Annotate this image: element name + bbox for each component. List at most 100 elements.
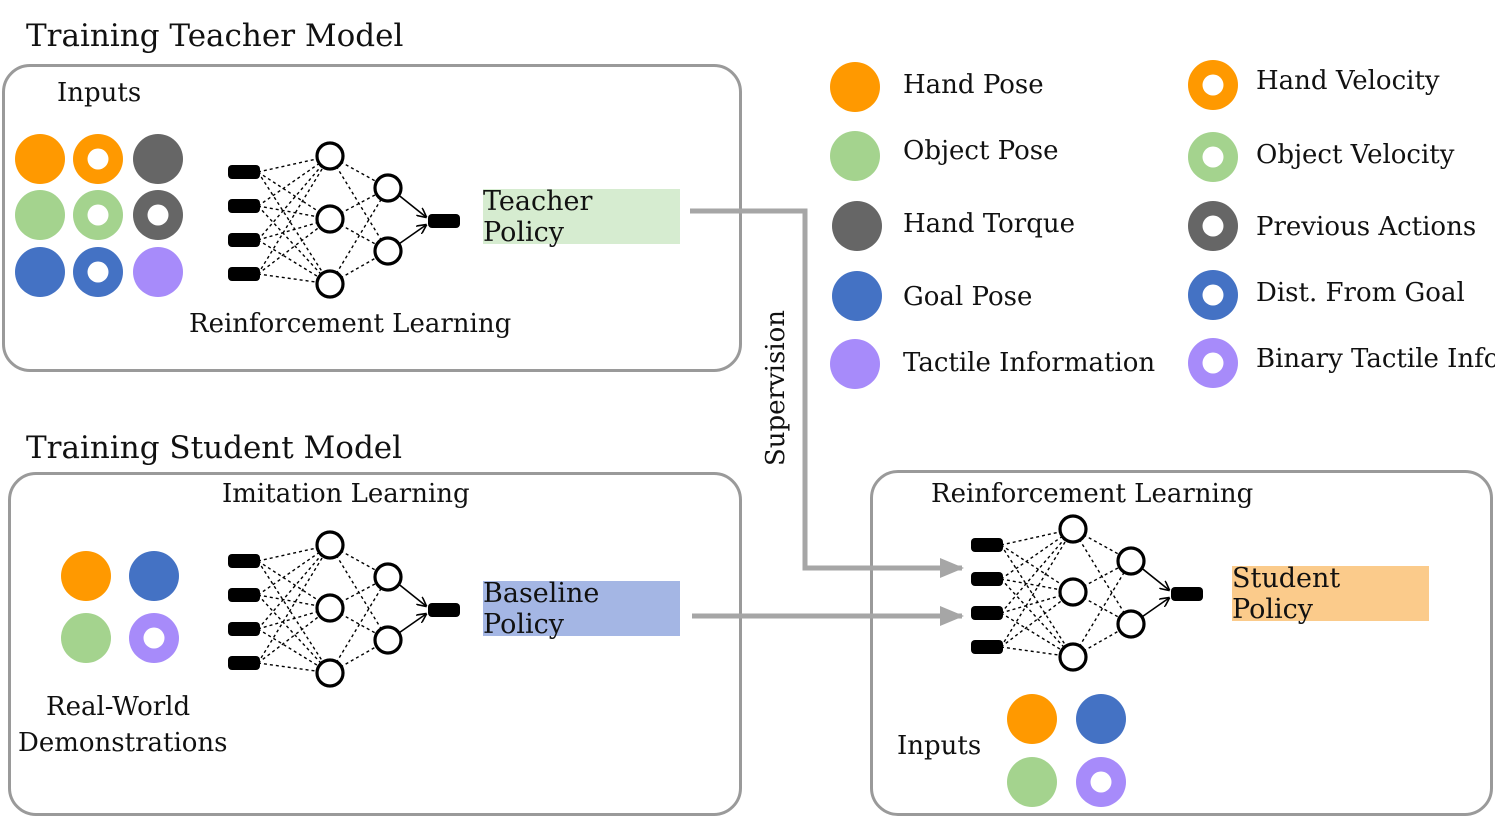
student-input-dot bbox=[1007, 757, 1057, 807]
student-input-dot bbox=[1007, 694, 1057, 744]
legend-dots bbox=[830, 60, 1238, 389]
demos-label-line2: Demonstrations bbox=[18, 728, 228, 758]
legend-label-previous-actions: Previous Actions bbox=[1256, 212, 1477, 242]
net-hidden-node bbox=[315, 658, 345, 688]
legend-dot-hole bbox=[1202, 146, 1224, 168]
legend-label-hand-torque: Hand Torque bbox=[903, 209, 1076, 239]
net-input-node bbox=[971, 572, 1003, 586]
legend-label-object-pose: Object Pose bbox=[903, 136, 1059, 166]
net-connection bbox=[257, 560, 331, 674]
legend-dot bbox=[832, 201, 882, 251]
net-output-node bbox=[428, 214, 460, 228]
net-connection bbox=[1000, 528, 1074, 648]
legend-dot-hole bbox=[1202, 215, 1224, 237]
net-input-node bbox=[971, 538, 1003, 552]
net-connection bbox=[257, 155, 331, 207]
legend-label-tactile-information: Tactile Information bbox=[903, 348, 1156, 378]
net-output-arrow bbox=[1138, 598, 1169, 620]
legend-dot-hole bbox=[1202, 284, 1224, 306]
net-connection bbox=[257, 544, 331, 630]
teacher-method-label: Reinforcement Learning bbox=[189, 309, 512, 339]
student-section-title: Training Student Model bbox=[26, 430, 403, 466]
net-output-arrow bbox=[395, 225, 426, 247]
teacher-input-dot bbox=[15, 134, 65, 184]
net-connection bbox=[257, 155, 331, 241]
net-hidden-node bbox=[1058, 514, 1088, 544]
legend-dot-hole bbox=[1202, 352, 1224, 374]
net-hidden-node bbox=[373, 625, 403, 655]
teacher-input-dot-hole bbox=[87, 261, 109, 283]
teacher-input-dot bbox=[133, 134, 183, 184]
legend-dot bbox=[830, 131, 880, 181]
net-hidden-node bbox=[315, 593, 345, 623]
net-hidden-node bbox=[373, 173, 403, 203]
net-input-node bbox=[228, 233, 260, 247]
net-output-arrow bbox=[395, 581, 426, 606]
student-input-dot bbox=[1076, 694, 1126, 744]
net-input-node bbox=[228, 199, 260, 213]
net-hidden-node bbox=[1116, 609, 1146, 639]
net-hidden-node bbox=[315, 141, 345, 171]
net-hidden-node bbox=[315, 530, 345, 560]
net-connection bbox=[1000, 612, 1074, 658]
student-input-dot-hole bbox=[1090, 771, 1112, 793]
legend-dot bbox=[830, 62, 880, 112]
student-policy-box: Student Policy bbox=[1232, 563, 1429, 625]
demo-input-dot bbox=[61, 551, 111, 601]
legend-dot bbox=[832, 271, 882, 321]
net-input-node bbox=[228, 588, 260, 602]
input-dots bbox=[15, 134, 1126, 807]
legend-label-goal-pose: Goal Pose bbox=[903, 282, 1033, 312]
net-input-node bbox=[228, 554, 260, 568]
net-connection bbox=[1000, 544, 1074, 593]
net-connection bbox=[257, 544, 331, 596]
teacher-input-dot bbox=[15, 247, 65, 297]
net-connection bbox=[257, 155, 331, 275]
baseline-policy-box: Baseline Policy bbox=[483, 578, 680, 640]
demo-input-dot-hole bbox=[143, 627, 165, 649]
net-connection bbox=[329, 187, 389, 285]
net-connection bbox=[257, 544, 331, 664]
net-input-node bbox=[228, 656, 260, 670]
net-output-arrow bbox=[1138, 565, 1169, 590]
teacher-inputs-label: Inputs bbox=[57, 78, 142, 108]
teacher-section-title: Training Teacher Model bbox=[26, 18, 404, 54]
net-input-node bbox=[228, 622, 260, 636]
legend-label-hand-pose: Hand Pose bbox=[903, 70, 1044, 100]
net-hidden-node bbox=[373, 562, 403, 592]
legend-label-dist-from-goal: Dist. From Goal bbox=[1256, 278, 1465, 308]
demos-label-line1: Real-World bbox=[46, 692, 191, 722]
net-hidden-node bbox=[1058, 577, 1088, 607]
teacher-input-dot-hole bbox=[87, 148, 109, 170]
flow-arrows bbox=[690, 208, 964, 626]
supervision-arrow bbox=[690, 208, 964, 578]
supervision-label: Supervision bbox=[761, 309, 791, 467]
net-connection bbox=[257, 171, 331, 285]
legend-dot-hole bbox=[1202, 74, 1224, 96]
net-connection bbox=[257, 171, 331, 220]
net-connection bbox=[1000, 528, 1074, 614]
net-connection bbox=[1000, 528, 1074, 580]
imitation-method-label: Imitation Learning bbox=[222, 479, 470, 509]
net-connection bbox=[329, 576, 389, 674]
net-output-node bbox=[428, 603, 460, 617]
neural-networks bbox=[228, 141, 1203, 688]
student-method-label: Reinforcement Learning bbox=[931, 479, 1254, 509]
net-output-arrow bbox=[395, 614, 426, 636]
teacher-input-dot-hole bbox=[87, 204, 109, 226]
net-connection bbox=[257, 628, 331, 674]
net-input-node bbox=[228, 267, 260, 281]
legend-label-hand-velocity: Hand Velocity bbox=[1256, 66, 1440, 96]
net-input-node bbox=[228, 165, 260, 179]
net-hidden-node bbox=[1116, 546, 1146, 576]
net-connection bbox=[257, 560, 331, 609]
student-inputs-label: Inputs bbox=[897, 731, 982, 761]
net-connection bbox=[1000, 544, 1074, 658]
net-hidden-node bbox=[315, 269, 345, 299]
net-connection bbox=[257, 239, 331, 285]
net-output-node bbox=[1171, 587, 1203, 601]
demo-input-dot bbox=[129, 551, 179, 601]
teacher-input-dot-hole bbox=[147, 204, 169, 226]
teacher-input-dot bbox=[15, 190, 65, 240]
